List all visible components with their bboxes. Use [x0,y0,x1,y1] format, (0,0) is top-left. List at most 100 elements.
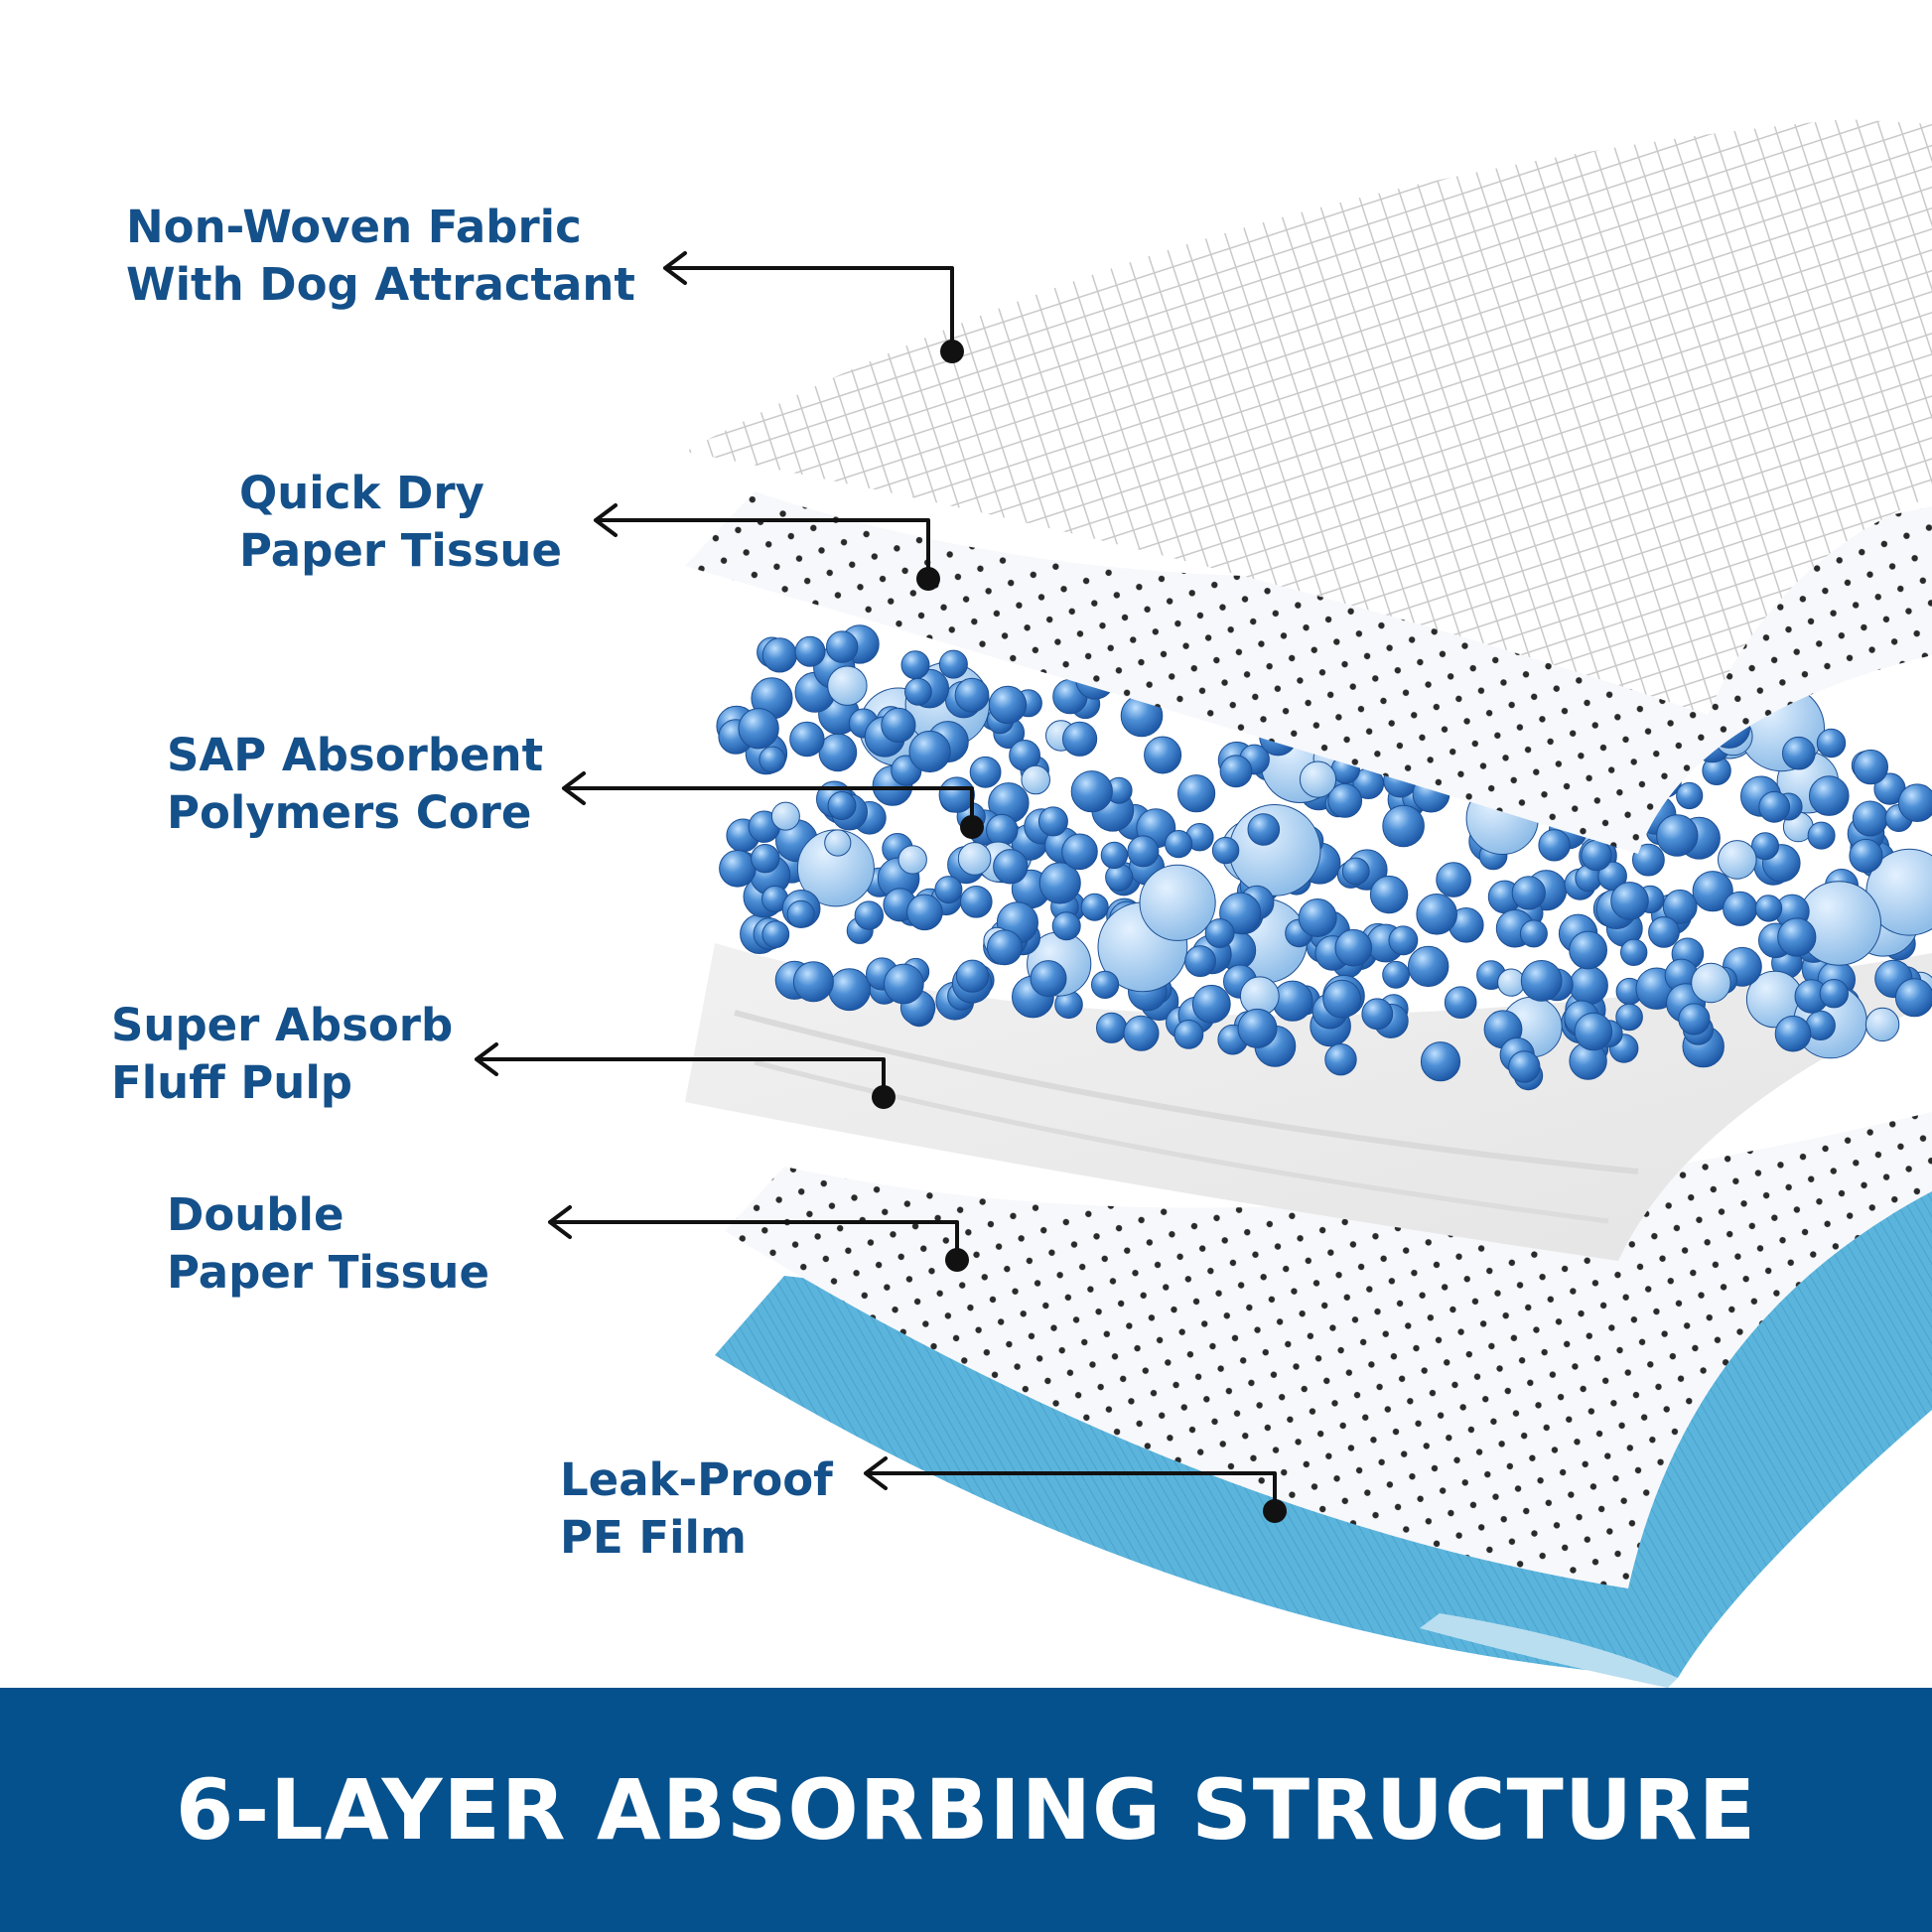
label-fluff: Super Absorb Fluff Pulp [111,999,454,1109]
sap-bead [1511,876,1546,910]
callout-nonwoven [663,251,954,353]
sap-bead [1382,960,1410,989]
footer-title: 6-LAYER ABSORBING STRUCTURE [175,1761,1757,1859]
sap-bead [938,776,975,813]
sap-bead [719,850,757,888]
sap-bead [1369,875,1409,914]
sap-bead [1030,960,1067,998]
sap-bead [934,876,963,904]
sap-bead [1334,928,1373,967]
sap-bead [1676,781,1704,810]
callout-dots [872,340,1287,1523]
sap-bead [1247,813,1281,846]
sap-bead [1211,836,1240,865]
sap-bead [988,685,1028,725]
sap-bead [828,968,871,1012]
sap-bead [1662,889,1698,924]
dot-double [945,1248,969,1272]
sap-bead [826,630,859,663]
sap-bead [1100,841,1129,870]
sap-bead [1574,1012,1613,1051]
sap-bead [1849,838,1883,874]
sap-bead [1894,978,1932,1018]
dot-quickdry [916,567,940,591]
sap-bead [1204,918,1235,948]
sap-bead [897,845,927,875]
label-sap: SAP Absorbent Polymers Core [167,729,544,839]
sap-bead [1177,774,1216,813]
sap-bead [1416,894,1457,935]
sap-bead [1436,862,1471,897]
callout-pefilm [864,1456,1277,1513]
sap-bead [1361,998,1394,1031]
sap-bead [738,708,779,750]
sap-bead [1581,839,1612,872]
sap-bead [789,721,825,758]
sap-bead [883,963,924,1005]
sap-bead [1021,764,1050,795]
sap-bead [854,900,884,930]
sap-bead [1538,829,1571,862]
callout-sap [562,771,974,829]
sap-bead [824,829,852,857]
sap-bead [1519,919,1548,948]
sap-bead [908,730,951,773]
sap-bead [1615,1003,1643,1032]
callout-quickdry [594,503,930,581]
sap-bead [1173,1020,1204,1049]
sap-bead [1620,938,1648,966]
sap-bead [1497,968,1526,997]
sap-bead [881,707,916,744]
sap-bead [1096,1012,1128,1043]
label-quickdry: Quick Dry Paper Tissue [239,467,562,577]
sap-bead [818,733,858,772]
sap-bead [786,899,815,928]
sap-bead [1080,893,1109,921]
sap-bead [1388,925,1419,956]
sap-bead [1520,960,1563,1002]
sap-bead [1807,821,1836,850]
sap-bead [1692,871,1733,912]
sap-bead [1610,882,1649,920]
sap-bead [1420,1041,1461,1082]
sap-bead [1782,736,1816,770]
sap-bead [1569,965,1608,1006]
sap-bead [1091,970,1120,1000]
callout-double [548,1205,959,1262]
sap-bead [1382,804,1425,848]
sap-bead [1819,979,1850,1009]
sap-bead [1191,984,1231,1024]
label-pefilm: Leak-Proof PE Film [560,1453,833,1564]
dot-fluff [872,1085,896,1109]
sap-bead [986,813,1019,847]
sap-bead [1816,728,1847,759]
label-nonwoven: Non-Woven Fabric With Dog Attractant [126,201,635,311]
sap-bead [954,677,990,713]
sap-bead [1037,806,1068,837]
sap-bead [1184,945,1216,977]
sap-bead [1777,917,1817,957]
sap-bead [1341,857,1370,886]
sap-bead [987,929,1023,966]
sap-bead [1754,895,1783,922]
callout-lines [475,251,1277,1513]
sap-bead [1723,891,1758,926]
label-double: Double Paper Tissue [167,1188,489,1299]
sap-bead [759,746,786,773]
sap-bead [1648,916,1680,948]
sap-bead [1237,1008,1278,1048]
sap-bead [761,920,790,948]
footer-banner: 6-LAYER ABSORBING STRUCTURE [0,1688,1932,1932]
layer-illustration [475,119,1932,1688]
sap-bead [1718,840,1757,880]
sap-bead [1144,736,1182,774]
callout-fluff [475,1042,886,1099]
sap-bead [1062,721,1098,757]
sap-bead [1165,830,1193,859]
sap-bead [938,649,968,679]
sap-bead [1751,832,1779,861]
dot-nonwoven [940,340,964,363]
sap-bead [1597,861,1627,892]
nonwoven-layer [685,119,1932,715]
sap-bead [960,886,993,918]
